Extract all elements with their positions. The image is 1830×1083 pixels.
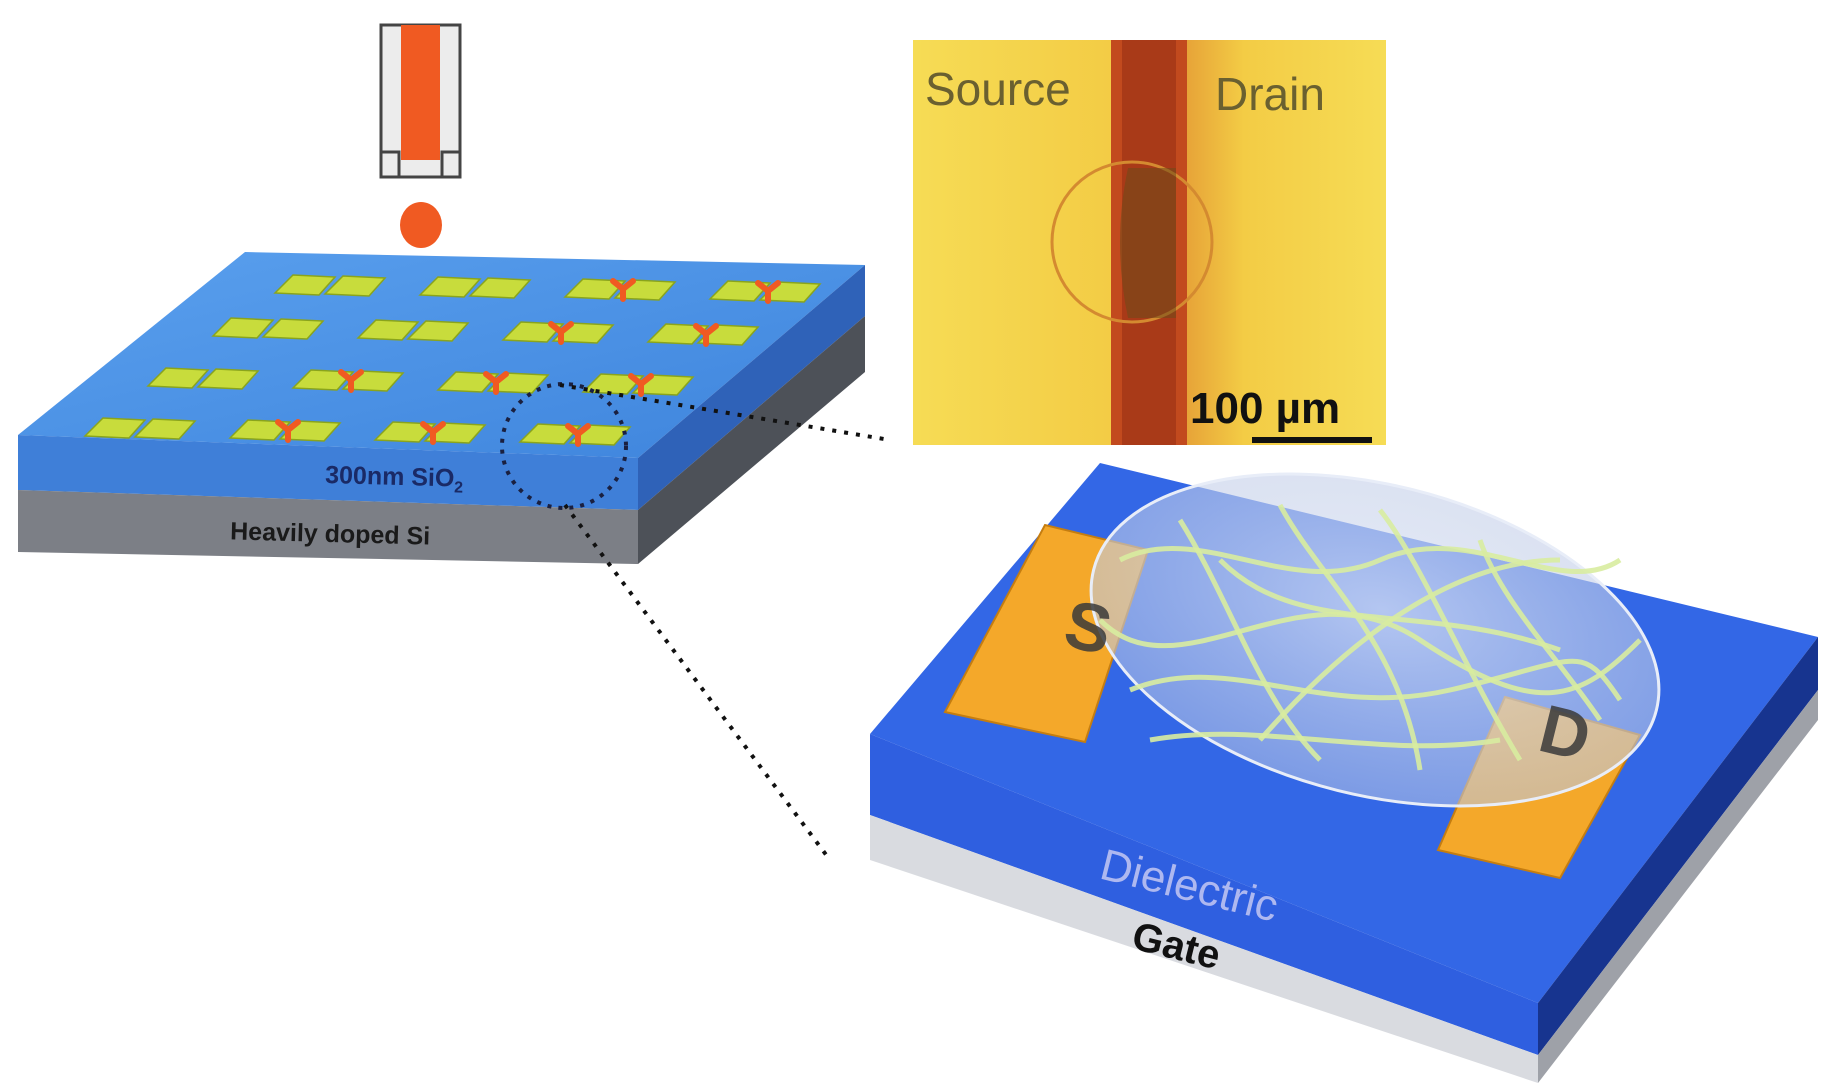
zoom-leader-top [559,383,891,442]
electrode-pad [646,323,710,345]
electrode-pad [581,373,645,395]
nanowire [1378,508,1523,762]
electrode-pad [418,276,482,298]
electrode-pad [468,277,532,299]
ink-mark [338,369,364,393]
electrode-pad [273,274,337,296]
zoom-circle [500,382,628,510]
nanowire [1218,558,1561,653]
electrode-pad [228,419,292,441]
electrode-pad [211,317,275,339]
electrode-pad [708,280,772,302]
electrode-pad [291,369,355,391]
ink-droplet-icon [400,202,442,248]
nanowire-network [1098,503,1642,771]
drain-label: Drain [1215,68,1325,120]
electrode-pad [261,318,325,340]
inkjet-nozzle-icon [379,23,462,179]
electrode-pad [563,278,627,300]
electrode-pad [196,368,260,390]
transistor-device: S D Dielectric Gate [870,463,1818,1083]
electrode-pad [83,417,147,439]
optical-micrograph: Source Drain 100 µm [913,40,1386,445]
electrode-pad [373,421,437,443]
electrode-pad [356,319,420,341]
nanowire [1477,539,1603,722]
electrode-pad [436,371,500,393]
ink-mark [693,323,719,347]
substrate-wafer [18,252,865,564]
ink-mark [275,419,301,443]
source-label: Source [925,63,1071,115]
printed-ink-marks [275,278,781,447]
ink-mark [548,321,574,345]
electrode-pad [323,275,387,297]
ink-mark [420,421,446,445]
nanowire [1258,557,1561,742]
zoom-leader-bottom [563,503,832,862]
electrode-pad [518,423,582,445]
nanowire [1149,731,1501,749]
scale-bar-label: 100 µm [1190,384,1340,433]
ink-mark [628,373,654,397]
electrode-pad [133,418,197,440]
electrode-pad [501,321,565,343]
nanowire [1129,658,1623,702]
sio2-label: 300nm SiO2 [325,461,464,497]
electrode-pad [406,320,470,342]
ink-mark [483,371,509,395]
si-label: Heavily doped Si [230,517,431,550]
ink-mark [755,280,781,304]
scale-bar [1252,437,1372,443]
ink-mark [610,278,636,302]
nanowire [1177,518,1322,762]
ink-mark [565,423,591,447]
electrode-pad [146,367,210,389]
